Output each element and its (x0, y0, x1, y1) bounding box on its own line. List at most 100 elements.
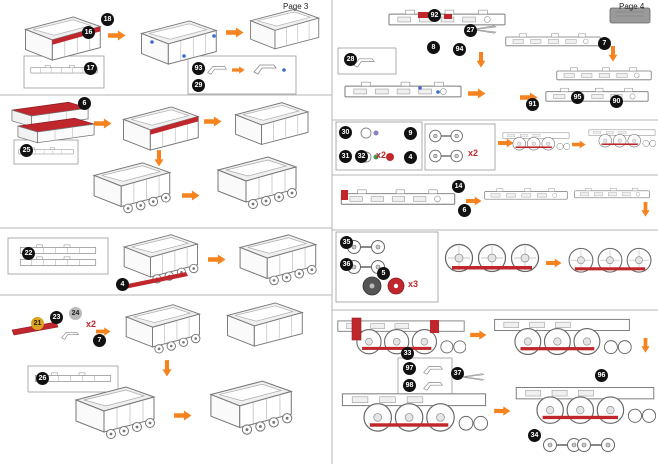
part-badge-28: 28 (344, 53, 357, 66)
small-round-part (360, 127, 372, 139)
part-badge-92: 92 (428, 9, 441, 22)
part-badge-26: 26 (36, 372, 49, 385)
step-arrow-icon (94, 118, 112, 129)
p4-step1 (344, 7, 652, 103)
part-badge-4: 4 (116, 278, 129, 291)
part-badge-7: 7 (93, 334, 106, 347)
loco-frame-illustration (545, 87, 649, 102)
step-arrow-down-icon (608, 46, 618, 62)
p4-step4 (346, 239, 652, 296)
multiplier-x2-parts: x2 (376, 150, 387, 160)
tab-marker (282, 68, 286, 72)
part-badge-17: 17 (84, 62, 97, 75)
loco-frame-illustration (344, 81, 462, 98)
part-badge-98: 98 (403, 379, 416, 392)
step-arrow-icon (226, 27, 244, 38)
red-frame-part (351, 317, 362, 341)
part-badge-18: 18 (101, 13, 114, 26)
part-badge-23: 23 (50, 311, 63, 324)
part-badge-4-2: 4 (404, 151, 417, 164)
part-badge-29: 29 (192, 79, 205, 92)
part-badge-24: 24 (69, 307, 82, 320)
step-arrow-down-icon (641, 202, 650, 217)
chassis-with-wheels-illustration (494, 318, 632, 356)
loco-frame-illustration (574, 187, 650, 199)
part-badge-36: 36 (340, 258, 353, 271)
p3-step3 (19, 235, 316, 290)
bracket-part-illustration (423, 382, 443, 391)
multiplier-x2-wheels: x2 (468, 148, 479, 158)
part-badge-30: 30 (339, 126, 352, 139)
wheel-pair-illustration (542, 437, 582, 453)
wheel-hub (393, 283, 399, 289)
loco-frame-illustration (505, 33, 601, 47)
part-badge-34: 34 (528, 429, 541, 442)
tender-assembly-illustration (235, 102, 309, 145)
chassis-with-wheels-illustration (588, 129, 656, 148)
part-badge-31: 31 (339, 150, 352, 163)
tender-assembly-illustration (227, 302, 303, 347)
part-badge-5: 5 (377, 267, 390, 280)
p4-step5 (337, 317, 656, 453)
tender-assembly-illustration (124, 107, 199, 150)
step-arrow-down-icon (154, 150, 164, 167)
step-arrow-icon (232, 66, 245, 74)
part-badge-33: 33 (401, 347, 414, 360)
part-badge-90: 90 (610, 95, 623, 108)
part-badge-6: 6 (78, 97, 91, 110)
tender-with-wheels-illustration (240, 235, 316, 285)
tab-marker (436, 90, 440, 94)
part-badge-16: 16 (82, 26, 95, 39)
tender-shell-illustration (250, 8, 320, 50)
part-badge-9: 9 (404, 127, 417, 140)
loco-frame-illustration (556, 67, 652, 81)
part-badge-93: 93 (192, 62, 205, 75)
step-arrow-down-icon (476, 52, 486, 68)
wheel-pair-illustration (576, 437, 616, 453)
tender-with-wheels-illustration (76, 387, 155, 439)
part-badge-91: 91 (526, 98, 539, 111)
driver-wheel-set-illustration (568, 247, 652, 273)
red-frame-part (118, 272, 188, 290)
purple-part-dot (373, 130, 379, 136)
wheel-pair-illustration (346, 239, 386, 255)
tender-with-wheels-illustration (126, 305, 200, 353)
wheel-hub (369, 283, 375, 289)
red-frame-part (418, 12, 429, 18)
bracket-part-illustration (61, 332, 79, 340)
driver-wheel-set-illustration (444, 243, 540, 273)
part-badge-22: 22 (22, 247, 35, 260)
multiplier-x2-tender: x2 (86, 319, 97, 329)
part-badge-14: 14 (452, 180, 465, 193)
red-wheel-part (386, 153, 394, 161)
part-badge-8: 8 (427, 41, 440, 54)
tab-marker (150, 40, 154, 44)
tweezers-icon (461, 373, 485, 381)
p4-step3 (340, 187, 650, 217)
page-3-label: Page 3 (283, 2, 309, 11)
tender-with-wheels-illustration (218, 157, 297, 209)
step-arrow-icon (204, 116, 222, 127)
loco-frame-illustration (484, 188, 568, 200)
part-badge-95: 95 (571, 91, 584, 104)
bracket-part-illustration (253, 64, 277, 75)
chassis-with-wheels-illustration (341, 393, 488, 432)
wheel-pair-illustration (428, 129, 464, 143)
part-badge-27: 27 (464, 24, 477, 37)
part-badge-32: 32 (355, 150, 368, 163)
bracket-part-illustration (207, 66, 227, 75)
part-badge-37: 37 (451, 367, 464, 380)
step-arrow-down-icon (162, 360, 172, 377)
tab-marker (418, 86, 422, 90)
part-badge-96: 96 (595, 369, 608, 382)
part-badge-7-2: 7 (598, 37, 611, 50)
bracket-part-illustration (423, 366, 443, 375)
part-badge-35: 35 (340, 236, 353, 249)
part-badge-97: 97 (403, 362, 416, 375)
red-frame-part (444, 14, 452, 19)
wheel-pair-illustration (428, 149, 464, 163)
step-arrow-icon (208, 254, 226, 265)
